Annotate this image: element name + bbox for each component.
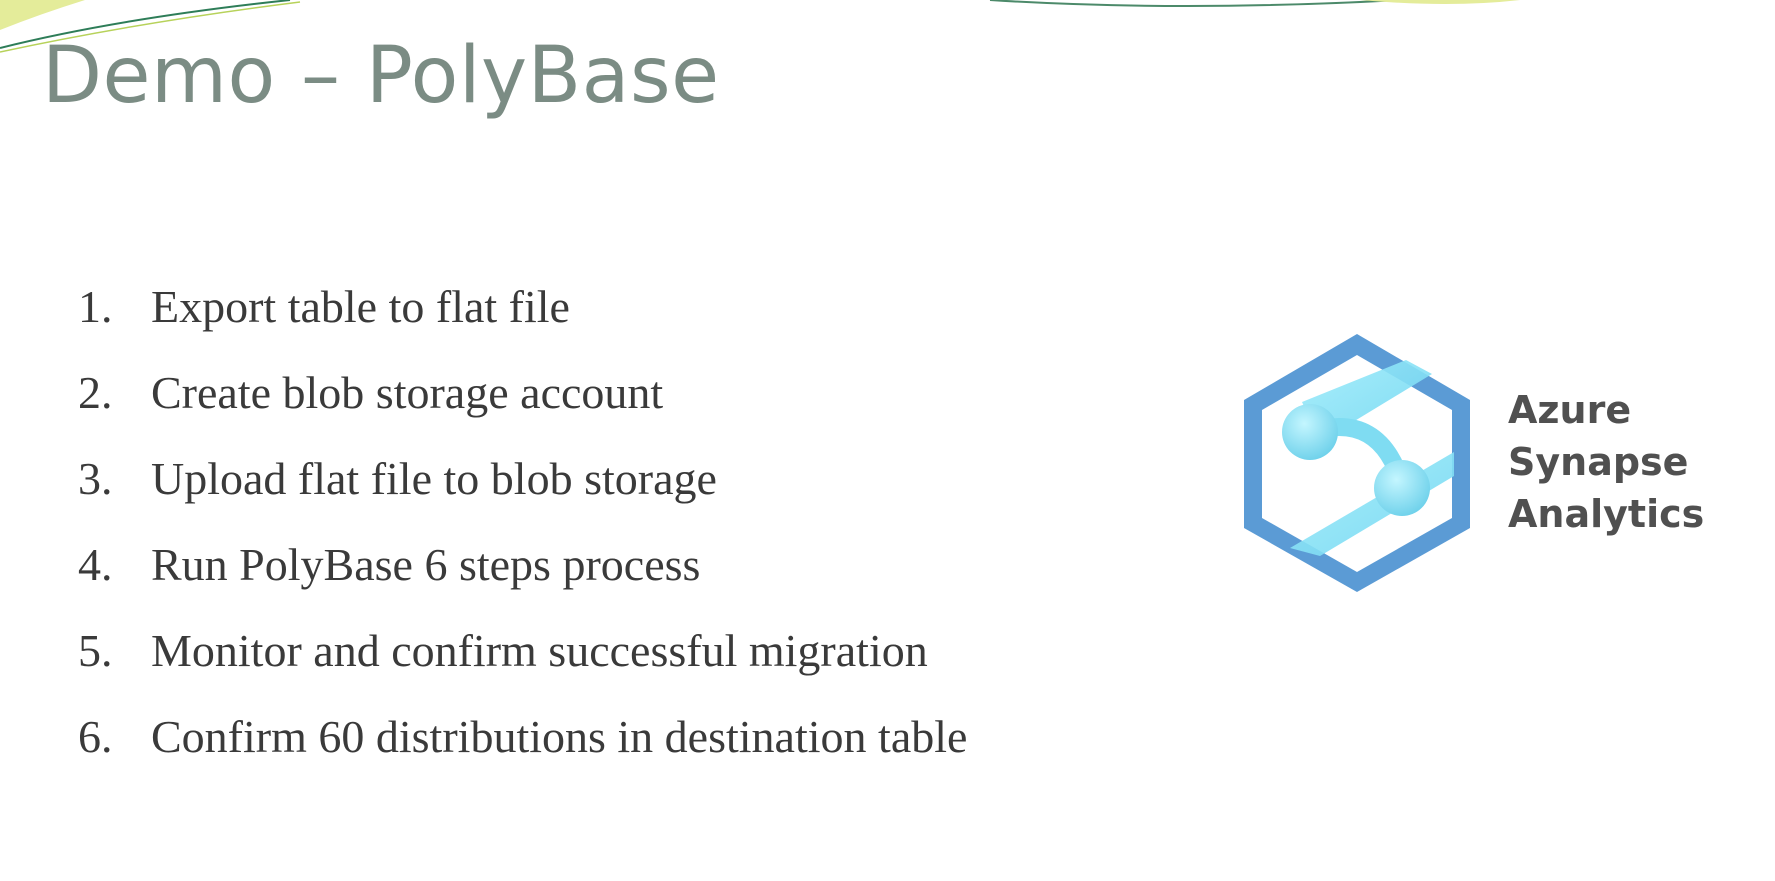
- step-number: 1.: [78, 281, 113, 332]
- step-number: 5.: [78, 625, 113, 676]
- step-text: Create blob storage account: [151, 367, 664, 418]
- step-text: Monitor and confirm successful migration: [151, 625, 928, 676]
- azure-synapse-logo: Azure Synapse Analytics: [1240, 330, 1720, 600]
- list-item: 4. Run PolyBase 6 steps process: [78, 538, 967, 624]
- decorative-swoosh: [0, 0, 1520, 53]
- azure-synapse-analytics-icon: [1244, 334, 1470, 592]
- list-item: 1. Export table to flat file: [78, 280, 967, 366]
- logo-line-azure: Azure: [1508, 388, 1632, 432]
- slide-title: Demo – PolyBase: [42, 31, 720, 121]
- step-text: Upload flat file to blob storage: [151, 453, 717, 504]
- logo-line-analytics: Analytics: [1508, 492, 1705, 536]
- list-item: 3. Upload flat file to blob storage: [78, 452, 967, 538]
- list-item: 5. Monitor and confirm successful migrat…: [78, 624, 967, 710]
- step-text: Confirm 60 distributions in destination …: [151, 711, 968, 762]
- step-number: 3.: [78, 453, 113, 504]
- logo-line-synapse: Synapse: [1508, 440, 1689, 484]
- step-number: 2.: [78, 367, 113, 418]
- step-text: Export table to flat file: [151, 281, 570, 332]
- step-number: 6.: [78, 711, 113, 762]
- list-item: 6. Confirm 60 distributions in destinati…: [78, 710, 967, 796]
- list-item: 2. Create blob storage account: [78, 366, 967, 452]
- step-text: Run PolyBase 6 steps process: [151, 539, 701, 590]
- steps-list: 1. Export table to flat file 2. Create b…: [78, 280, 967, 796]
- logo-text: Azure Synapse Analytics: [1508, 384, 1704, 540]
- step-number: 4.: [78, 539, 113, 590]
